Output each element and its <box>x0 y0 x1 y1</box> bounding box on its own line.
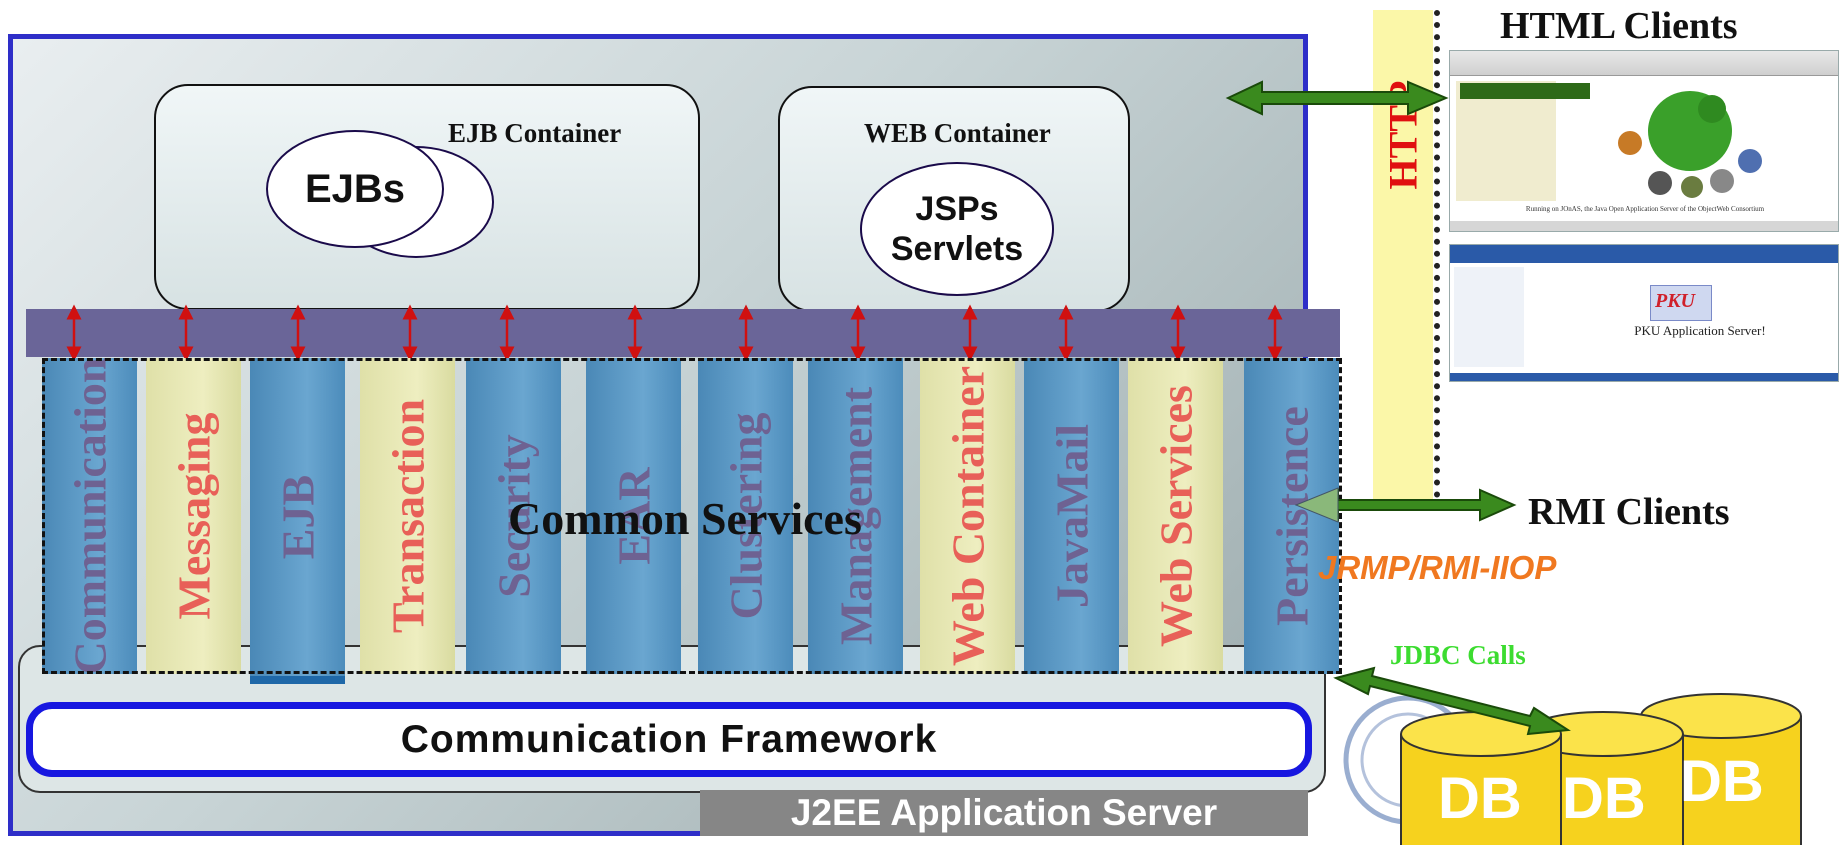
html-client-screenshot-pku: PKU PKU Application Server! <box>1449 244 1839 382</box>
service-column-security: Security <box>466 358 561 674</box>
jdbc-calls-label: JDBC Calls <box>1390 640 1526 670</box>
ejb-container-title: EJB Container <box>448 118 622 148</box>
ejbs-ellipse: EJBs <box>266 130 444 248</box>
service-column-web-services: Web Services <box>1128 358 1223 674</box>
web-container: WEB Container JSPs Servlets <box>778 86 1130 312</box>
service-column-communication: Communication <box>42 358 137 674</box>
rmi-clients-title: RMI Clients <box>1528 491 1730 533</box>
html-client-screenshot-petstore: Running on JOnAS, the Java Open Applicat… <box>1449 50 1839 232</box>
db-label: DB <box>1438 766 1522 831</box>
ejb-container: EJB Container EJBs <box>154 84 700 310</box>
pku-caption: PKU Application Server! <box>1634 323 1766 338</box>
service-column-clustering: Clustering <box>698 358 793 674</box>
db-label: DB <box>1562 766 1646 831</box>
pku-logo-icon: PKU <box>1650 285 1712 321</box>
jsps-label: JSPs <box>915 190 999 228</box>
common-services-label: Common Services <box>508 493 862 544</box>
communication-framework: Communication Framework <box>26 702 1312 777</box>
service-column-messaging: Messaging <box>146 358 241 674</box>
ejbs-label: EJBs <box>304 166 406 211</box>
service-column-ejb: EJB <box>250 358 345 684</box>
servlets-label: Servlets <box>890 230 1024 268</box>
http-arrow <box>1225 80 1449 116</box>
common-services-boundary <box>42 358 1342 674</box>
web-container-title: WEB Container <box>864 118 1051 148</box>
service-column-transaction: Transaction <box>360 358 455 674</box>
service-column-management: Management <box>808 358 903 674</box>
service-column-javamail: JavaMail <box>1024 358 1119 674</box>
service-column-web-container: Web Container <box>920 358 1015 674</box>
jsps-servlets-ellipse: JSPs Servlets <box>860 162 1054 296</box>
jdbc-arrow <box>1333 666 1571 736</box>
parrot-icon <box>1618 91 1762 198</box>
service-bus-bar <box>26 309 1340 357</box>
db-label: DB <box>1680 749 1764 814</box>
j2ee-server-label: J2EE Application Server <box>700 790 1308 836</box>
http-dotted-boundary <box>1434 10 1440 510</box>
service-column-ear: EAR <box>586 358 681 674</box>
petstore-caption: Running on JOnAS, the Java Open Applicat… <box>1525 205 1765 213</box>
rmi-arrow <box>1294 487 1517 523</box>
rmi-protocol-label: JRMP/RMI-IIOP <box>1318 549 1557 586</box>
html-clients-title: HTML Clients <box>1500 5 1738 47</box>
